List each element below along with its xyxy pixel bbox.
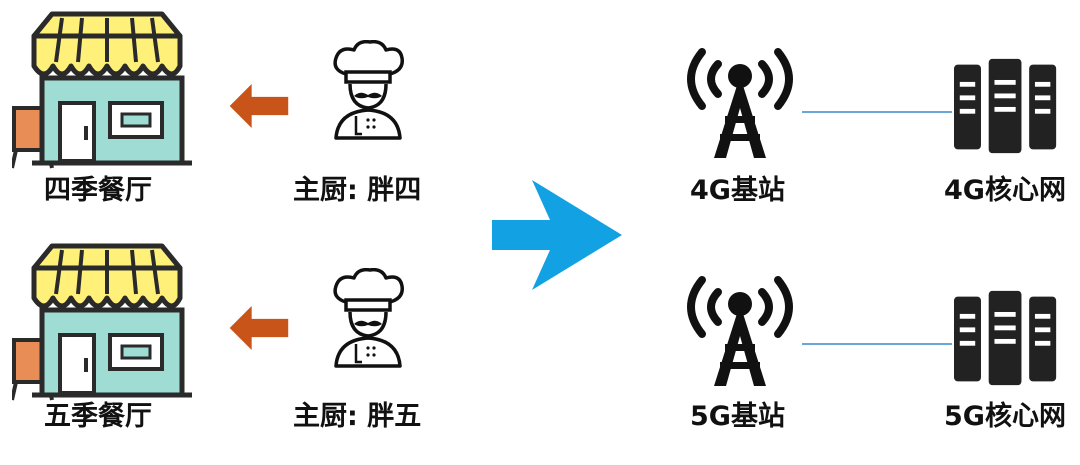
station-label: 4G基站 xyxy=(690,175,785,206)
arrow-left-icon xyxy=(228,306,290,350)
chef-label: 主厨: 胖五 xyxy=(293,401,422,432)
restaurant-label: 五季餐厅 xyxy=(44,401,152,432)
restaurant-label: 四季餐厅 xyxy=(44,175,152,206)
chef-icon xyxy=(328,268,408,368)
arrow-right-icon xyxy=(492,180,622,290)
core-network-label: 4G核心网 xyxy=(944,175,1066,206)
server-icon xyxy=(954,290,1060,386)
cell-tower-icon xyxy=(678,46,802,158)
chef-label: 主厨: 胖四 xyxy=(293,175,422,206)
chef-icon xyxy=(328,40,408,140)
store-icon xyxy=(12,8,202,173)
station-label: 5G基站 xyxy=(690,401,785,432)
cell-tower-icon xyxy=(678,274,802,386)
connection-line xyxy=(802,111,952,113)
connection-line xyxy=(802,343,952,345)
store-icon xyxy=(12,240,202,405)
server-icon xyxy=(954,58,1060,154)
arrow-left-icon xyxy=(228,84,290,128)
core-network-label: 5G核心网 xyxy=(944,401,1066,432)
